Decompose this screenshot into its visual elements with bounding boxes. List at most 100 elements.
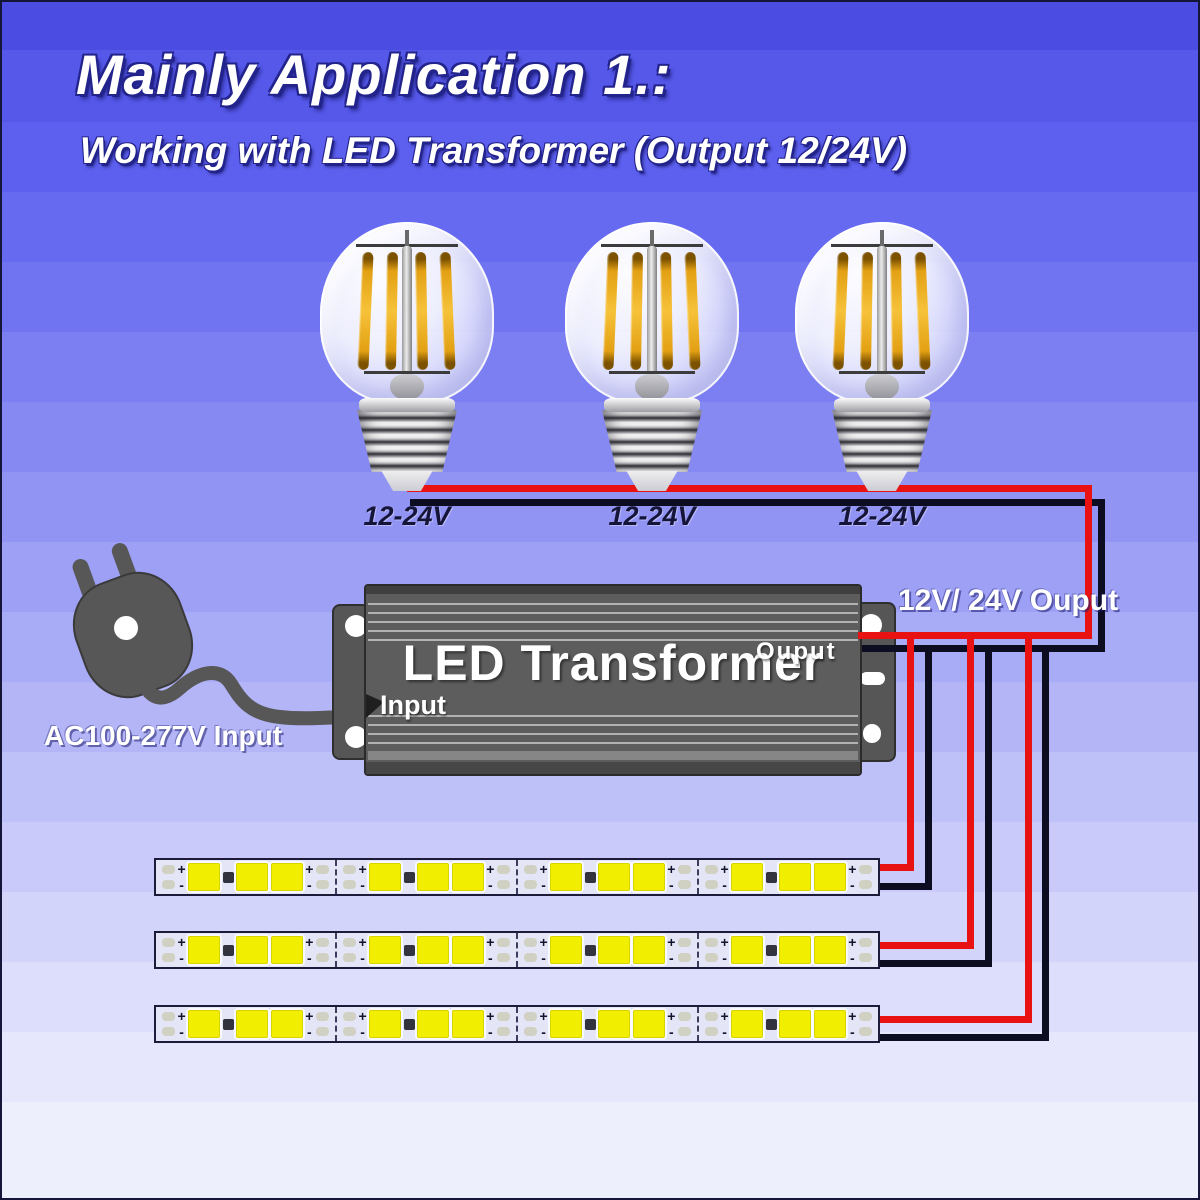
polarity-marks: +- [177, 1007, 186, 1040]
polarity-marks: +- [667, 933, 676, 966]
polarity-marks: +- [720, 1007, 729, 1040]
solder-pad [705, 865, 718, 889]
strip2-negative-feed [876, 960, 992, 967]
bulb-filament [629, 251, 644, 371]
bulb-screw-base [357, 410, 457, 472]
strip-segment: +-+- [697, 860, 878, 894]
smd-led [550, 1010, 583, 1038]
bulb-voltage-label: 12-24V [608, 501, 696, 531]
smd-led [369, 936, 402, 964]
strip-segment: +-+- [156, 1007, 335, 1041]
strip3-negative-feed [1042, 645, 1049, 1041]
solder-pad [858, 865, 872, 889]
smd-led [417, 863, 450, 891]
bulb-filament [384, 251, 399, 371]
solder-pad [677, 938, 691, 962]
smd-led [598, 1010, 631, 1038]
bulb-globe [320, 222, 494, 404]
led-strip-3: +-+-+-+-+-+-+-+- [154, 1005, 880, 1043]
smd-led [731, 863, 764, 891]
polarity-marks: +- [358, 1007, 367, 1040]
polarity-marks: +- [358, 860, 367, 893]
mounting-hole [860, 614, 882, 636]
resistor [222, 1018, 234, 1030]
strip-segment: +-+- [697, 1007, 878, 1041]
strip-segment: +-+- [335, 933, 516, 967]
strip1-positive-feed [907, 632, 914, 871]
polarity-marks: +- [539, 1007, 548, 1040]
led-strip-2: +-+-+-+-+-+-+-+- [154, 931, 880, 969]
strip-segment: +-+- [156, 860, 335, 894]
smd-led [731, 1010, 764, 1038]
resistor [584, 944, 596, 956]
bulb-base-tip [856, 471, 908, 491]
smd-led [813, 863, 846, 891]
polarity-marks: +- [177, 933, 186, 966]
strip-segment: +- +- [697, 933, 878, 967]
smd-led [188, 1010, 221, 1038]
bulb-voltage-label: 12-24V [838, 501, 926, 531]
smd-led [417, 936, 450, 964]
led-bulb-2: 12-24V [565, 222, 739, 532]
bulb-glass-pinch [865, 374, 899, 400]
bulb-filament [859, 251, 874, 371]
polarity-marks: +- [720, 933, 729, 966]
resistor [584, 871, 596, 883]
solder-pad [524, 865, 537, 889]
solder-pad [343, 938, 356, 962]
polarity-marks: +- [358, 933, 367, 966]
filament-bottom-bar [364, 371, 450, 374]
wire-bulb-positive-bus [407, 485, 1092, 492]
led-bulb-1: 12-24V [320, 222, 494, 532]
smd-led [813, 936, 846, 964]
polarity-marks: +- [539, 933, 548, 966]
smd-led [813, 1010, 846, 1038]
bulb-globe [565, 222, 739, 404]
bulb-filament [914, 251, 931, 371]
resistor [765, 871, 777, 883]
mounting-slot [860, 672, 885, 685]
strip2-positive-feed [876, 942, 974, 949]
cord-entry [366, 694, 384, 718]
smd-led [270, 1010, 303, 1038]
wire-positive-riser [1085, 485, 1092, 639]
bulb-filament [889, 251, 904, 371]
smd-led [632, 1010, 665, 1038]
smd-led [598, 936, 631, 964]
transformer-output-label: Ouput [756, 638, 837, 665]
ac-input-label: AC100-277V Input [44, 720, 283, 751]
polarity-marks: +- [486, 860, 495, 893]
smd-led [632, 863, 665, 891]
strip2-negative-feed [985, 645, 992, 967]
strip1-negative-feed [925, 645, 932, 890]
strip-segment: +- +- [335, 860, 516, 894]
bulb-collar [604, 398, 700, 412]
resistor [403, 1018, 415, 1030]
polarity-marks: +- [848, 933, 857, 966]
solder-pad [524, 938, 537, 962]
solder-pad [705, 1012, 718, 1036]
smd-led [188, 863, 221, 891]
bulb-filament [357, 251, 374, 371]
strip1-negative-feed [876, 883, 932, 890]
transformer-light-band [368, 751, 858, 760]
transformer-name: LED Transformer [402, 635, 824, 691]
resistor [403, 871, 415, 883]
led-strip-1: +-+-+-+-+-+-+-+- [154, 858, 880, 896]
mounting-hole [345, 615, 367, 637]
polarity-marks: +- [486, 1007, 495, 1040]
smd-led [550, 936, 583, 964]
smd-led [236, 936, 269, 964]
bulb-glass-pinch [390, 374, 424, 400]
strip1-positive-feed [876, 864, 914, 871]
solder-pad [705, 938, 718, 962]
bulb-filament [659, 251, 674, 371]
solder-pad [343, 1012, 356, 1036]
smd-led [779, 1010, 812, 1038]
bulb-filament [439, 251, 456, 371]
transformer-input-label: Input [380, 690, 446, 720]
polarity-marks: +- [177, 860, 186, 893]
smd-led [451, 863, 484, 891]
bulb-glass-pinch [635, 374, 669, 400]
